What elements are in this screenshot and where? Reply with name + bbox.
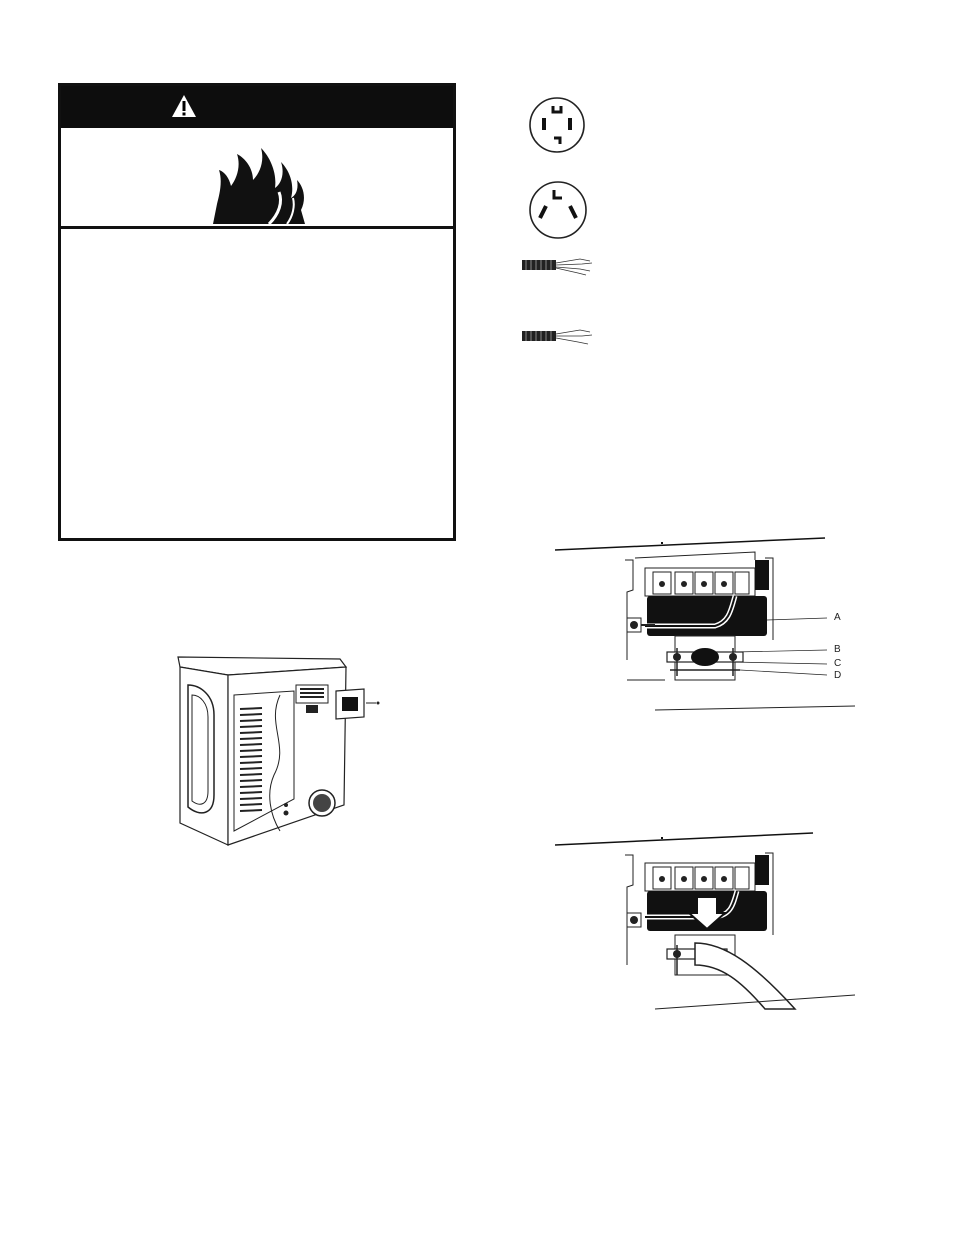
warning-header <box>61 86 453 128</box>
warning-box <box>58 83 456 541</box>
warning-triangle-icon <box>172 95 196 117</box>
cord-4-wire-icon <box>522 258 593 276</box>
callout-d: D <box>834 670 842 681</box>
terminal-block-figure-labeled <box>555 537 855 711</box>
callout-c: C <box>834 658 842 669</box>
terminal-block-figure-cord <box>555 832 855 1010</box>
dryer-rear-illustration <box>177 656 380 846</box>
cord-3-wire-icon <box>522 329 593 345</box>
fire-hazard-icon <box>213 148 305 226</box>
callout-a: A <box>834 612 841 623</box>
receptacle-3-wire-icon <box>529 181 587 239</box>
callout-b: B <box>834 644 841 655</box>
receptacle-4-wire-icon <box>529 97 585 153</box>
fire-section <box>61 128 453 229</box>
